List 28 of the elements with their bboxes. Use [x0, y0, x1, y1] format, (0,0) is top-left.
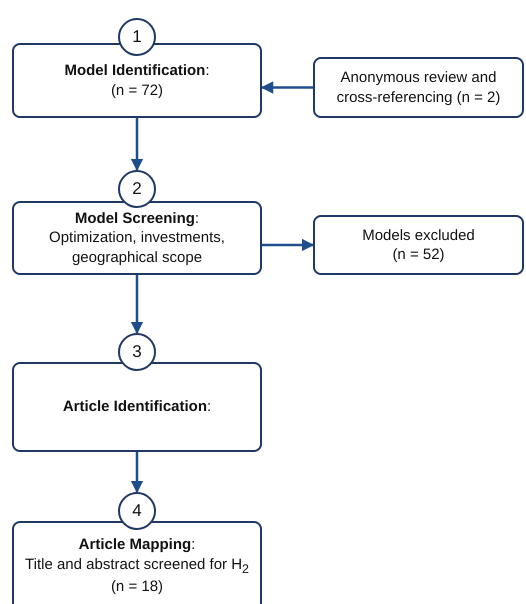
step-number: 1 — [132, 26, 142, 48]
step-heading: Article Mapping: — [78, 535, 196, 555]
step-number-circle — [118, 18, 156, 56]
step-number: 4 — [132, 500, 142, 522]
step-number: 3 — [132, 340, 142, 363]
step-number-circle — [118, 333, 156, 371]
process-box — [12, 201, 262, 275]
step-number-circle — [118, 492, 156, 530]
arrow — [130, 118, 144, 172]
step-text: (n = 72) — [110, 80, 164, 100]
process-box — [12, 43, 262, 118]
process-box — [313, 57, 524, 118]
step-text: Title and abstract screened for H$_{2}$ (n = 18) — [24, 554, 250, 597]
step-text: Models excluded (n = 52) — [361, 226, 476, 264]
process-box — [313, 215, 524, 275]
step-heading: Model Identification: — [64, 61, 210, 80]
step-text: Anonymous review and cross-referencing (n = 2) — [336, 68, 502, 107]
arrow — [262, 238, 314, 252]
process-box — [12, 362, 262, 452]
step-number: 2 — [132, 178, 142, 200]
arrow — [260, 81, 313, 94]
step-heading: Model Screening: — [74, 208, 200, 228]
arrow — [130, 275, 144, 334]
process-box — [12, 521, 262, 604]
step-text: Optimization, investments, geographical scope — [48, 228, 226, 268]
step-heading: Article Identification: — [62, 397, 212, 417]
step-number-circle — [118, 170, 156, 208]
arrow — [130, 452, 144, 494]
